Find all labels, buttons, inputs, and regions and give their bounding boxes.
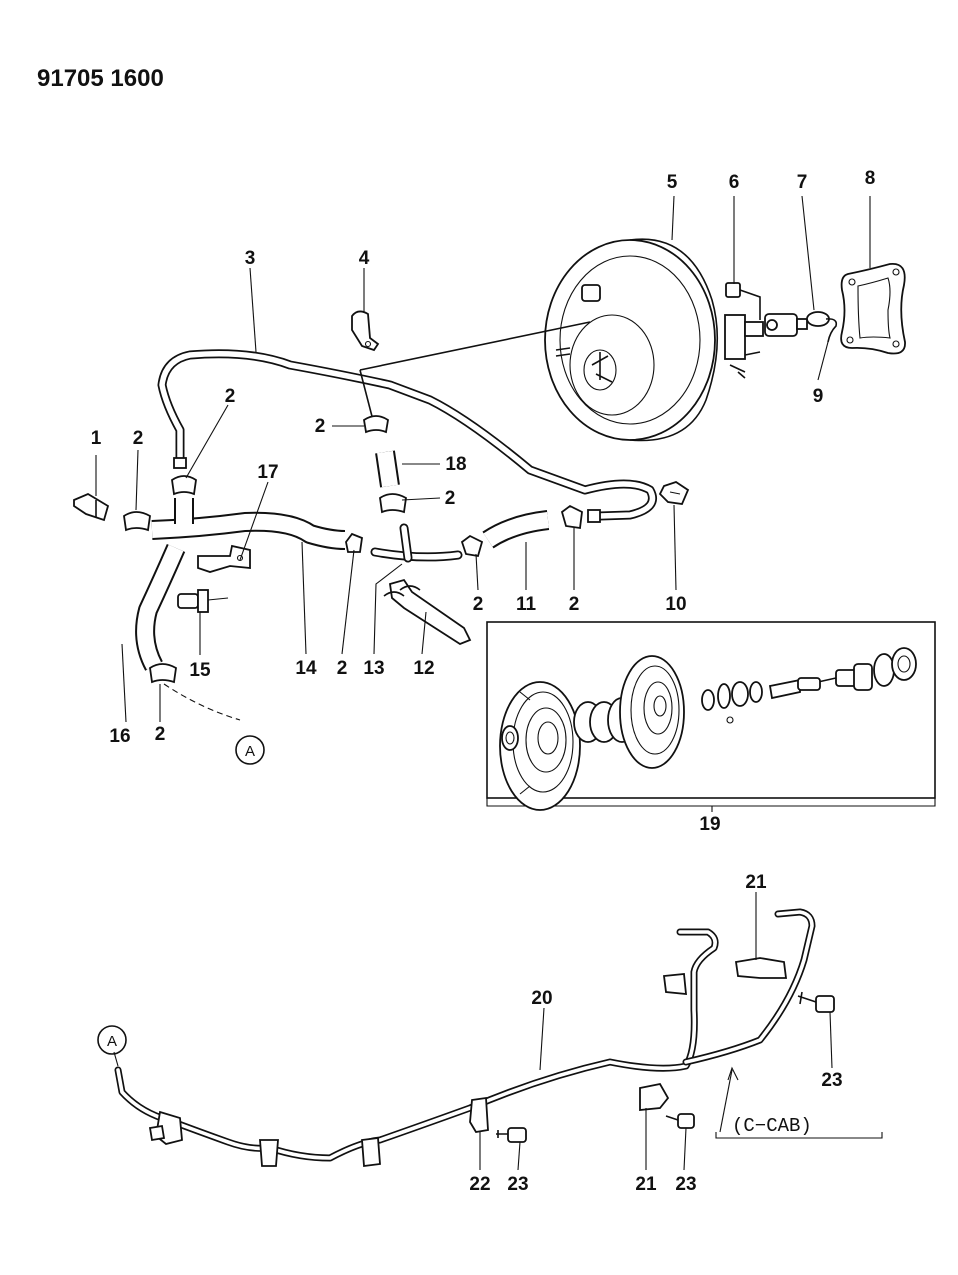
bracket-12: [383, 578, 472, 646]
callout-2: 2: [445, 488, 456, 509]
bracket-17: [197, 544, 251, 573]
callout-23: 23: [507, 1174, 528, 1195]
hose-11: [482, 510, 550, 549]
callout-2: 2: [337, 658, 348, 679]
c-cab-note: (C−CAB): [732, 1115, 812, 1137]
callout-22: 22: [469, 1174, 490, 1195]
hose-clamp: [123, 415, 583, 684]
callout-23: 23: [675, 1174, 696, 1195]
hose-14: [151, 511, 346, 550]
callout-9: 9: [813, 386, 824, 407]
callout-2: 2: [473, 594, 484, 615]
callout-5: 5: [667, 172, 678, 193]
callout-15: 15: [189, 660, 211, 681]
line-clamp-4: [351, 310, 380, 352]
hose-18: [375, 450, 400, 488]
clevis-pin-and-clip: [806, 311, 838, 343]
callout-2: 2: [133, 428, 144, 449]
callout-2: 2: [315, 416, 326, 437]
booster-gasket: [840, 262, 906, 355]
callout-1: 1: [91, 428, 102, 449]
callout-2: 2: [225, 386, 236, 407]
callout-14: 14: [295, 658, 317, 679]
callout-7: 7: [797, 172, 808, 193]
hose-16: [135, 543, 186, 671]
callout-16: 16: [109, 726, 130, 747]
clip-10: [658, 481, 690, 505]
callout-21: 21: [635, 1174, 657, 1195]
callout-21: 21: [745, 872, 767, 893]
vacuum-line-20: [114, 908, 816, 1168]
callout-11: 11: [516, 594, 537, 615]
callout-18: 18: [445, 454, 466, 475]
callout-17: 17: [257, 462, 278, 483]
repair-kit-box: [486, 621, 936, 812]
callout-3: 3: [245, 248, 256, 269]
c-cab-bracket: [715, 1066, 883, 1139]
bolt-23: [496, 991, 835, 1143]
svg-text:A: A: [107, 1033, 117, 1050]
bolt-15: [177, 589, 229, 613]
callout-2: 2: [155, 724, 166, 745]
callout-4: 4: [359, 248, 370, 269]
lower-leader-lines: [113, 892, 833, 1171]
callout-2: 2: [569, 594, 580, 615]
callout-13: 13: [363, 658, 384, 679]
callout-10: 10: [665, 594, 686, 615]
tee-pipe-13: [370, 523, 463, 563]
callout-20: 20: [531, 988, 552, 1009]
svg-text:A: A: [245, 743, 255, 760]
brake-booster: [544, 238, 808, 442]
leader-lines: [95, 195, 871, 723]
callout-19: 19: [699, 814, 720, 835]
booster-stud: [725, 282, 761, 320]
callout-numbers: 1 2 2 2 2 2 2 2 2 3 4 5 6 7 8 9 10 11 12…: [91, 168, 876, 1195]
callout-8: 8: [865, 168, 876, 189]
callout-6: 6: [729, 172, 740, 193]
callout-23: 23: [821, 1070, 842, 1091]
vacuum-line: [157, 321, 657, 523]
reference-marker-a: A A: [97, 735, 265, 1055]
diagram-code: 91705 1600: [37, 65, 164, 92]
callout-12: 12: [413, 658, 434, 679]
check-valve: [73, 492, 110, 522]
